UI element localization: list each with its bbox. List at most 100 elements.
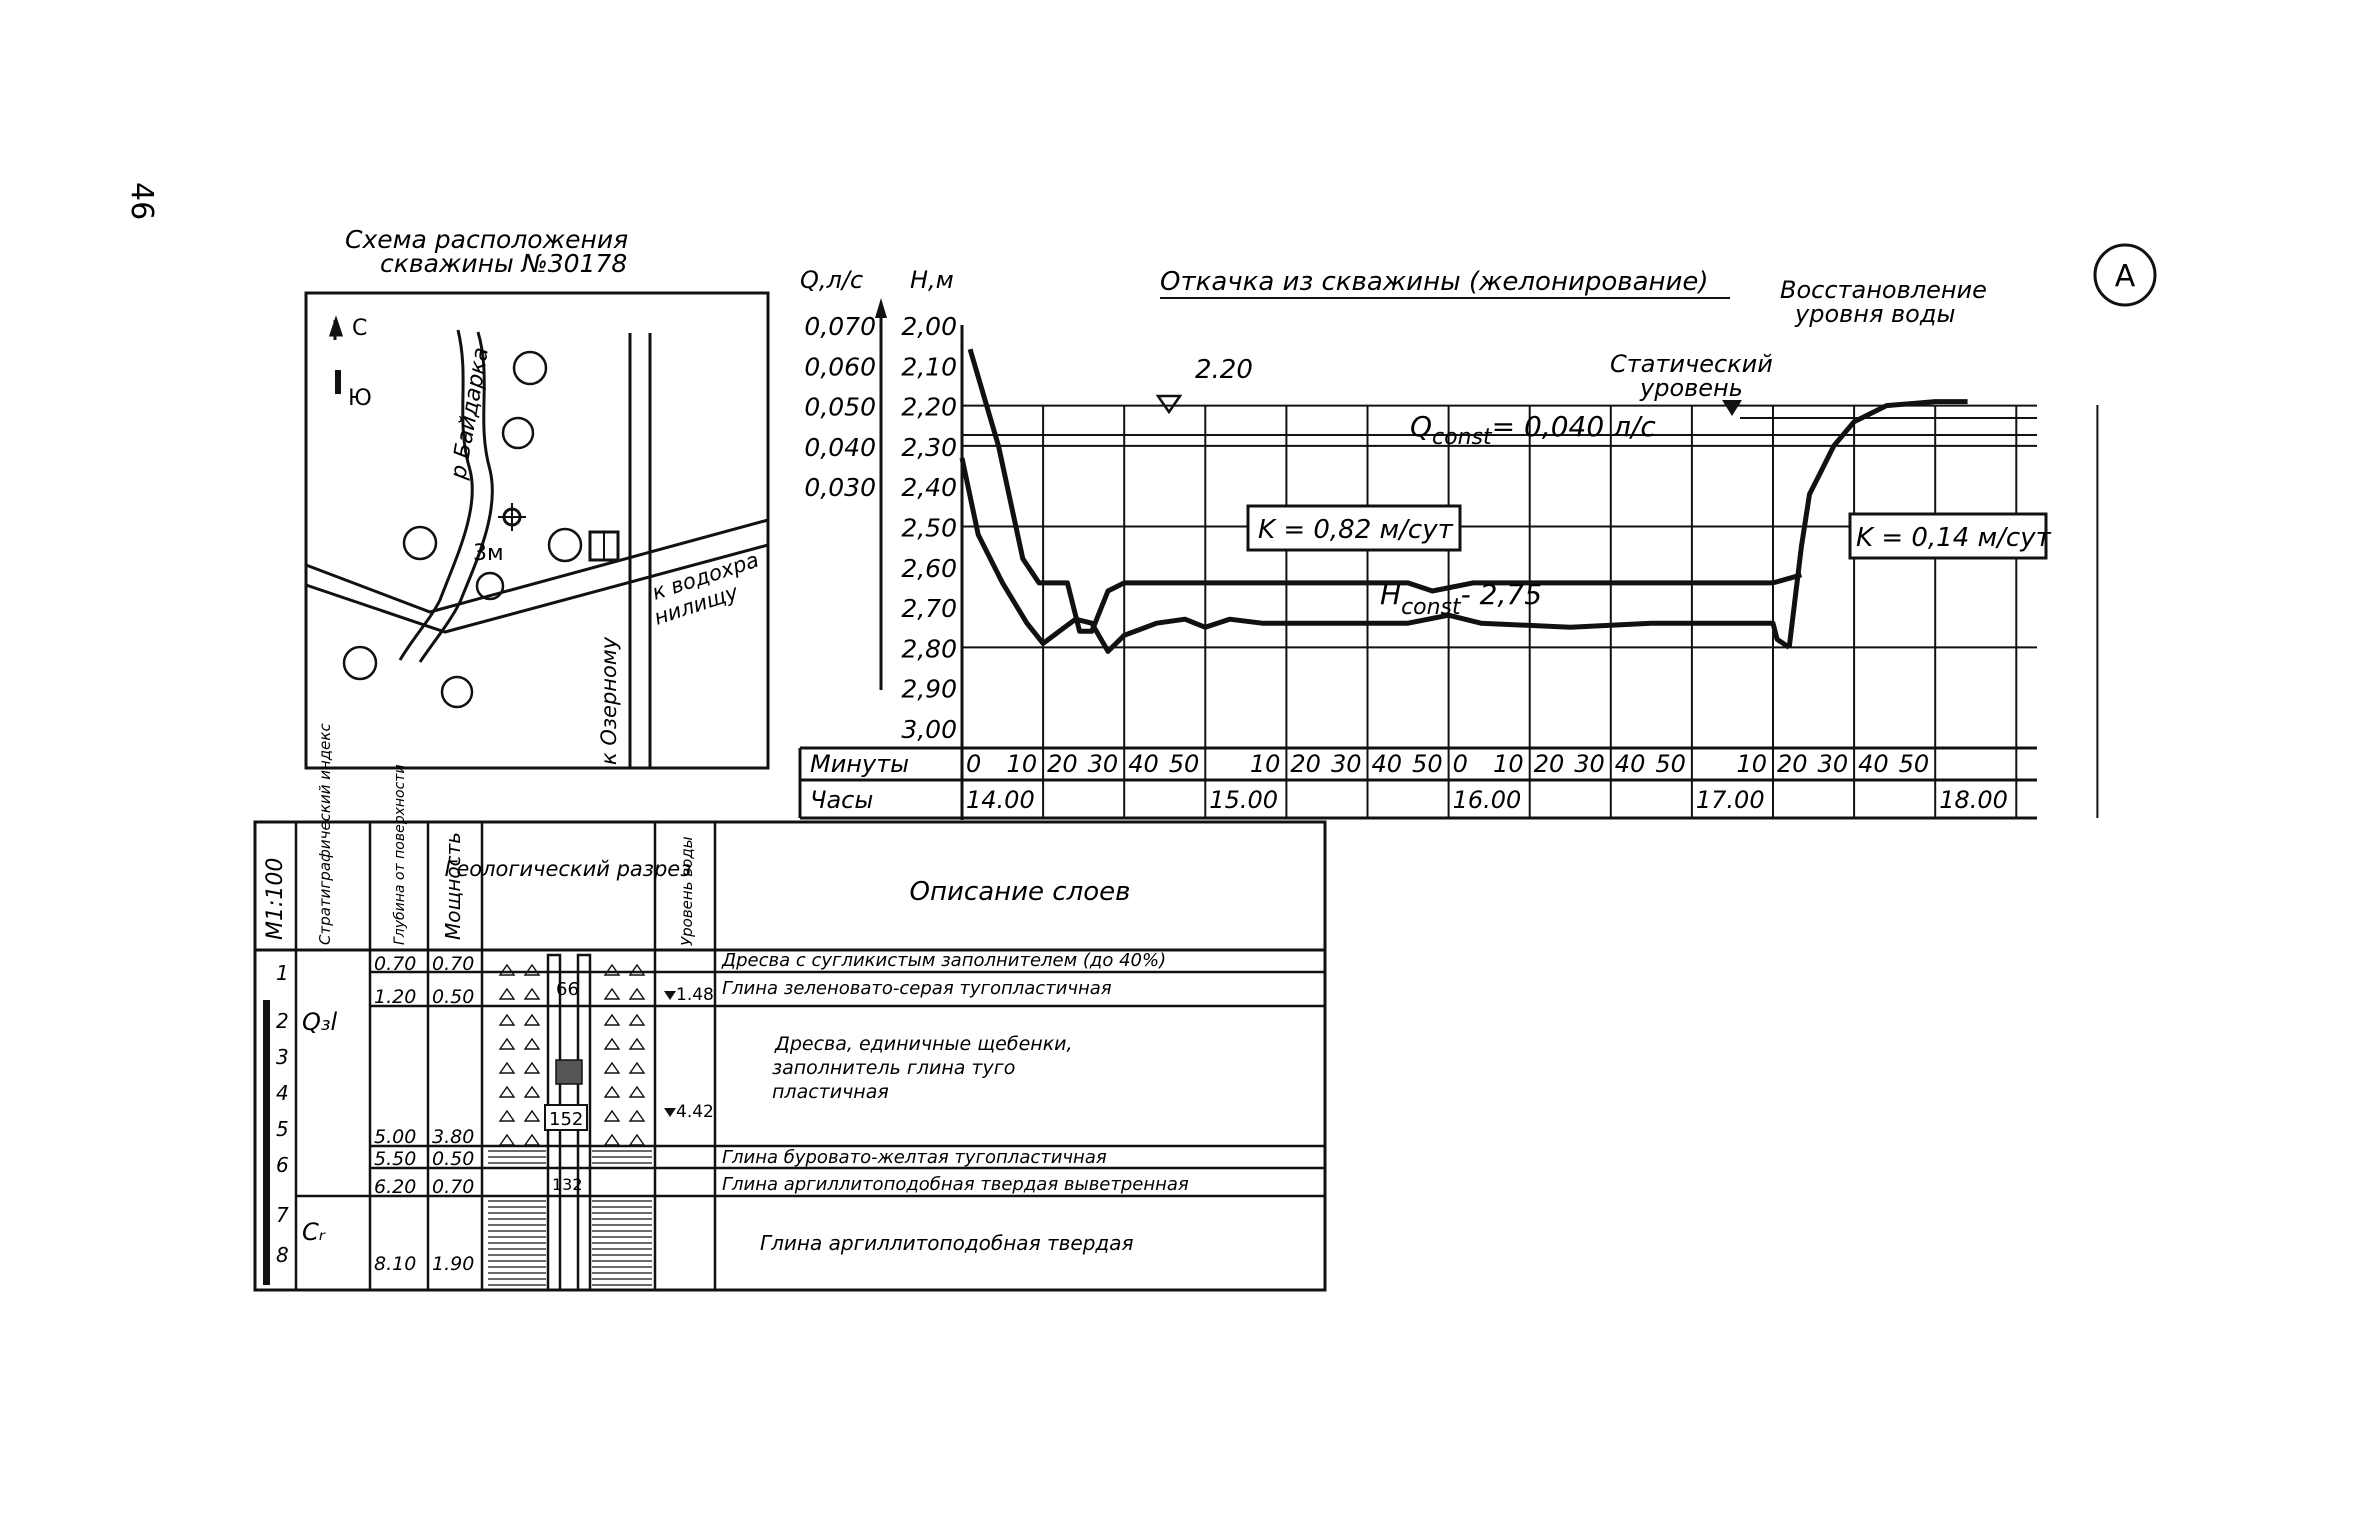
water-level-2: 4.42	[676, 1102, 714, 1122]
gravel-icon	[628, 1061, 646, 1074]
compass-needle-icon	[335, 370, 341, 394]
h-const-value: - 2,75	[1461, 578, 1542, 611]
gravel-icon	[498, 1061, 516, 1074]
layer-desc-2: Глина зеленовато-серая тугопластичная	[722, 978, 1112, 999]
tree-icon	[501, 416, 535, 450]
tree-icon	[475, 571, 505, 601]
minute-tick-label: 10	[1493, 750, 1524, 778]
minute-tick-label: 30	[1574, 750, 1605, 778]
h-unit-label: H,м	[910, 266, 954, 294]
minute-tick-label: 10	[1007, 750, 1038, 778]
road-lake-label: к Озерному	[597, 636, 621, 765]
water-level-1: 1.48	[676, 985, 714, 1005]
strat-cr: Cᵣ	[302, 1218, 326, 1246]
h-const-label: Hconst- 2,75	[1380, 578, 1542, 620]
minute-tick-label: 20	[1534, 750, 1565, 778]
minute-tick-label: 10	[1250, 750, 1281, 778]
gravel-icon	[498, 963, 516, 976]
gravel-icon	[498, 1109, 516, 1122]
gravel-icon	[498, 1085, 516, 1098]
h-tick-label: 2,60	[901, 554, 957, 583]
minute-tick-label: 10	[1736, 750, 1767, 778]
minutes-row-label: Минуты	[810, 750, 909, 778]
chart-title-pumping: Откачка из скважины (желонирование)	[1160, 267, 1709, 297]
k2-label: K = 0,14 м/сут	[1856, 523, 2052, 553]
header-description: Описание слоев	[910, 877, 1131, 907]
pumping-chart: Откачка из скважины (желонирование) Восс…	[798, 266, 2099, 820]
h-tick-label: 2,80	[901, 634, 957, 663]
gravel-icon	[523, 1133, 541, 1146]
q-unit-label: Q,л/с	[800, 266, 863, 294]
k1-box	[1246, 504, 1462, 552]
hour-tick-label: 14.00	[966, 786, 1035, 814]
chart-title-recovery-1: Восстановление	[1780, 276, 1987, 304]
minute-tick-label: 50	[1899, 750, 1930, 778]
minute-tick-label: 0	[966, 750, 981, 778]
minute-tick-label: 40	[1372, 750, 1403, 778]
gravel-icon	[523, 1061, 541, 1074]
h-tick-label: 2,90	[901, 675, 957, 704]
marker-label: А	[2115, 259, 2136, 294]
header-water: Уровень воды	[678, 836, 696, 946]
gravel-icon	[628, 963, 646, 976]
h-tick-label: 2,50	[901, 514, 957, 543]
h-tick-label: 3,00	[901, 715, 957, 744]
gravel-icon	[628, 1037, 646, 1050]
level-marker-icon	[1155, 394, 1183, 415]
tree-icon	[512, 350, 548, 386]
scale-number: 5	[276, 1117, 289, 1141]
chart-title-recovery-2: уровня воды	[1794, 300, 1955, 328]
depth-value: 6.20	[374, 1176, 416, 1198]
page-number: 46	[124, 182, 159, 220]
header-strat: Стратиграфический индекс	[316, 723, 334, 945]
hour-tick-label: 15.00	[1209, 786, 1278, 814]
gravel-icon	[603, 1061, 621, 1074]
depth-value: 0.70	[374, 953, 416, 975]
minute-tick-label: 30	[1818, 750, 1849, 778]
gravel-icon	[603, 963, 621, 976]
minute-tick-label: 50	[1412, 750, 1443, 778]
map-title-line1: Схема расположения	[345, 225, 628, 254]
well-diam-66: 66	[556, 979, 579, 1000]
gravel-icon	[628, 1085, 646, 1098]
river-bank-right	[418, 331, 494, 663]
gravel-icon	[628, 987, 646, 1000]
gravel-icon	[603, 1133, 621, 1146]
gravel-icon	[523, 1109, 541, 1122]
q-const-label: Qconst= 0,040 л/с	[1410, 410, 1656, 450]
scale-number: 1	[276, 961, 289, 985]
header-depth: Глубина от поверхности	[392, 764, 408, 945]
depth-value: 8.10	[374, 1253, 416, 1275]
q-tick-label: 0,040	[804, 433, 876, 462]
header-scale: М1:100	[263, 858, 288, 940]
borehole-log: М1:100 Стратиграфический индекс Глубина …	[253, 723, 1327, 1292]
q-const-symbol: Q	[1410, 410, 1432, 443]
k2-box	[1848, 512, 2048, 560]
minute-tick-label: 50	[1169, 750, 1200, 778]
depth-value: 5.00	[374, 1126, 416, 1148]
scale-number: 2	[276, 1009, 289, 1033]
gravel-icon	[603, 987, 621, 1000]
north-label: С	[352, 316, 367, 341]
scale-number: 7	[276, 1203, 289, 1227]
gravel-icon	[603, 1013, 621, 1026]
hours-row-label: Часы	[810, 786, 873, 814]
gravel-icon	[498, 1133, 516, 1146]
minute-tick-label: 20	[1777, 750, 1808, 778]
location-map: Схема расположения скважины №30178 С Ю р…	[304, 225, 770, 770]
thickness-value: 3.80	[432, 1126, 474, 1148]
road-diagonal-b	[305, 543, 769, 634]
static-level-arrow-icon	[1722, 400, 1742, 416]
marker-circle	[2093, 243, 2157, 307]
minute-tick-label: 0	[1453, 750, 1468, 778]
gravel-icon	[498, 1013, 516, 1026]
depth-value: 1.20	[374, 986, 416, 1008]
q-tick-label: 0,070	[804, 312, 876, 341]
tree-icon	[402, 525, 438, 561]
scale-number: 6	[276, 1153, 289, 1177]
layer-desc-5: Глина аргиллитоподобная твердая выветрен…	[722, 1174, 1189, 1195]
gravel-icon	[628, 1013, 646, 1026]
gravel-icon	[523, 963, 541, 976]
minute-tick-label: 30	[1331, 750, 1362, 778]
